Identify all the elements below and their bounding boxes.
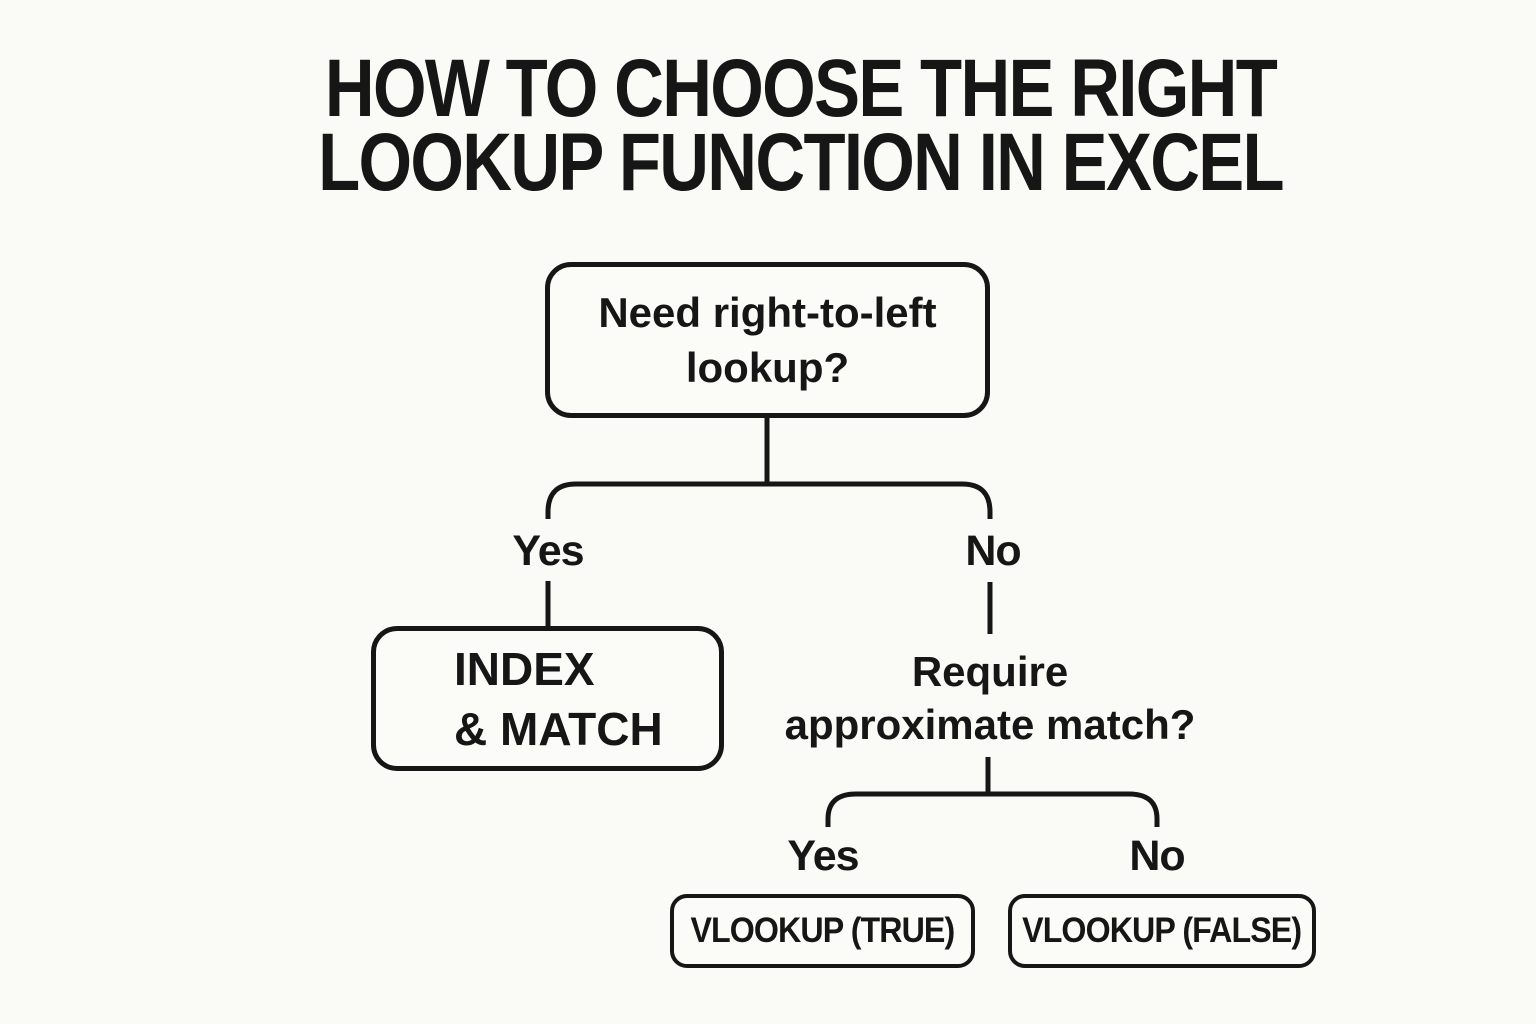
result-node-vlookup-true-label: VLOOKUP (TRUE)	[690, 911, 956, 950]
decision-text-approximate-match-line2: approximate match?	[784, 701, 1196, 748]
page-title-line2: LOOKUP FUNCTION IN EXCEL	[318, 117, 1285, 208]
decision-node-right-to-left-line2: lookup?	[685, 344, 850, 391]
branch1-yes-label: Yes	[512, 527, 584, 575]
result-node-vlookup-false: VLOOKUP (FALSE)	[1008, 894, 1316, 968]
branch2-no-label: No	[1129, 832, 1185, 880]
page-title: HOW TO CHOOSE THE RIGHT LOOKUP FUNCTION …	[183, 43, 1419, 208]
decision-node-right-to-left-line1: Need right-to-left	[598, 289, 937, 336]
decision-text-approximate-match: Require approximate match?	[740, 645, 1240, 751]
branch1-no-label: No	[965, 527, 1021, 575]
decision-node-right-to-left: Need right-to-left lookup?	[545, 262, 990, 418]
decision-text-approximate-match-line1: Require	[911, 648, 1069, 695]
result-node-vlookup-false-label: VLOOKUP (FALSE)	[1022, 911, 1303, 950]
result-node-index-match-line2: & MATCH	[454, 702, 663, 755]
page-title-line1: HOW TO CHOOSE THE RIGHT	[324, 43, 1278, 134]
connector-branch1	[545, 481, 993, 519]
result-node-vlookup-true: VLOOKUP (TRUE)	[670, 894, 975, 968]
connector-branch2	[825, 791, 1160, 827]
branch2-yes-label: Yes	[787, 832, 859, 880]
result-node-index-match: INDEX & MATCH	[371, 626, 724, 771]
result-node-index-match-line1: INDEX	[454, 642, 595, 695]
